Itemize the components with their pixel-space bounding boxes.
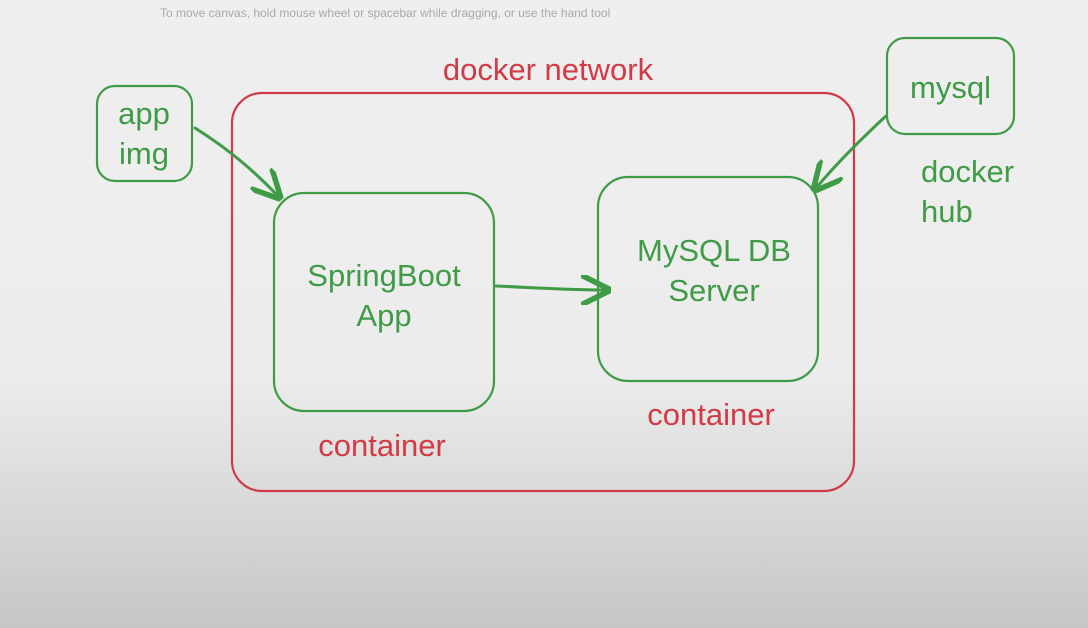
- arrow-mysql-to-mysql-server[interactable]: [816, 114, 888, 188]
- mysql-image-box[interactable]: [885, 36, 1016, 136]
- mysql-label: mysql: [910, 70, 991, 105]
- canvas-hint: To move canvas, hold mouse wheel or spac…: [160, 6, 611, 20]
- mysql-db-server-label: MySQL DB Server: [637, 233, 791, 308]
- springboot-container-box[interactable]: [272, 191, 496, 413]
- docker-hub-label: docker hub: [921, 154, 1015, 229]
- container-right-label: container: [647, 397, 775, 432]
- app-img-label: app img: [118, 96, 170, 171]
- docker-network-boundary[interactable]: [230, 91, 856, 493]
- docker-network-label: docker network: [442, 52, 654, 87]
- app-img-box[interactable]: [95, 84, 194, 183]
- arrow-springboot-to-mysql-server[interactable]: [494, 286, 606, 290]
- arrow-app-img-to-springboot[interactable]: [193, 126, 278, 196]
- container-left-label: container: [318, 428, 446, 463]
- springboot-app-label: SpringBoot App: [307, 258, 461, 333]
